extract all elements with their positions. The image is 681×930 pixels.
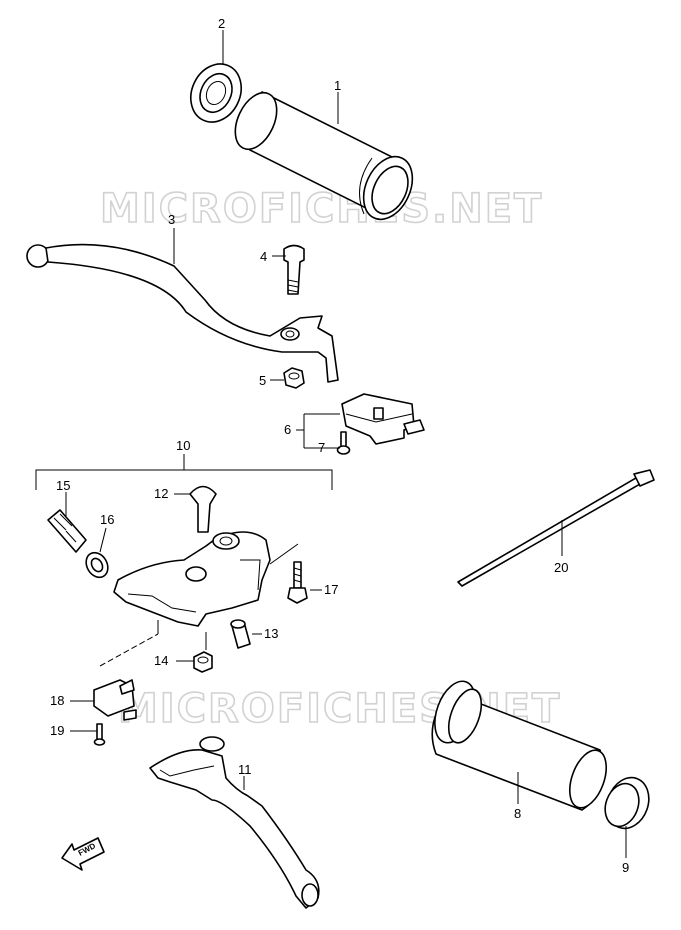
- callout-6: 6: [284, 422, 291, 437]
- part-10-lever-holder: [113, 531, 271, 627]
- callout-19: 19: [50, 723, 64, 738]
- fwd-arrow-icon: FWD: [61, 837, 105, 871]
- callout-9: 9: [622, 860, 629, 875]
- part-5-nut: [283, 367, 305, 389]
- callout-13: 13: [264, 626, 278, 641]
- callout-1: 1: [334, 78, 341, 93]
- leader-lines: [35, 30, 627, 858]
- part-1-grip-right: [234, 91, 414, 221]
- part-14-nut: [193, 651, 213, 673]
- watermark-top: MICROFICHES.NET: [100, 186, 543, 232]
- part-11-clutch-lever: [149, 736, 320, 909]
- callout-4: 4: [260, 249, 267, 264]
- callout-3: 3: [168, 212, 175, 227]
- callout-18: 18: [50, 693, 64, 708]
- part-9-end-cap: [604, 776, 650, 830]
- part-2-ring: [190, 63, 242, 123]
- callout-5: 5: [259, 373, 266, 388]
- part-8-grip-left: [431, 680, 608, 811]
- part-7-screw: [336, 431, 351, 455]
- callout-17: 17: [324, 582, 338, 597]
- part-15-adjuster: [47, 509, 87, 553]
- callout-2: 2: [218, 16, 225, 31]
- part-3-front-brake-lever: [26, 243, 339, 383]
- part-18-clutch-switch: [93, 679, 137, 721]
- part-6-brake-switch: [341, 393, 425, 445]
- callout-8: 8: [514, 806, 521, 821]
- callout-15: 15: [56, 478, 70, 493]
- callout-10: 10: [176, 438, 190, 453]
- callout-11: 11: [238, 762, 252, 777]
- part-16-bushing: [85, 551, 109, 579]
- part-4-pivot-bolt: [283, 244, 305, 295]
- part-13-collar: [230, 619, 251, 649]
- callout-20: 20: [554, 560, 568, 575]
- callout-12: 12: [154, 486, 168, 501]
- part-19-screw: [93, 723, 106, 746]
- callout-14: 14: [154, 653, 168, 668]
- part-12-bolt: [189, 485, 217, 533]
- callout-16: 16: [100, 512, 114, 527]
- part-20-cable-tie: [457, 469, 655, 587]
- part-17-bolt: [287, 561, 308, 604]
- callout-7: 7: [318, 440, 325, 455]
- callouts: 2 1 3 4 5 6 7 10 15 12 16 17 13 14 18 19…: [50, 16, 629, 875]
